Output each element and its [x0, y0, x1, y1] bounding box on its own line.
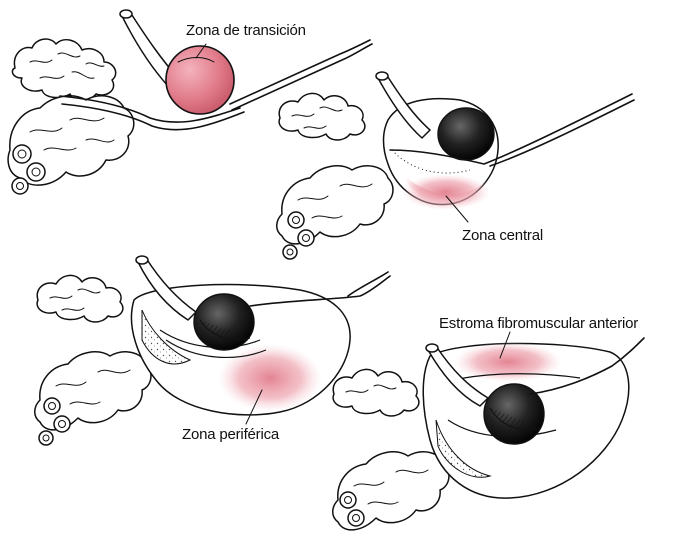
- seminal-vesicle-1: [12, 39, 115, 100]
- label-anterior-stroma: Estroma fibromuscular anterior: [439, 315, 638, 332]
- panel-central-zone: [277, 72, 634, 259]
- label-central-zone: Zona central: [462, 227, 543, 244]
- panel-anterior-stroma: [333, 332, 644, 530]
- ampulla-3: [35, 352, 151, 430]
- peripheral-zone-highlight: [218, 344, 322, 412]
- ampulla-2: [277, 166, 393, 244]
- label-transition-zone: Zona de transición: [186, 22, 306, 39]
- label-peripheral-zone: Zona periférica: [182, 426, 279, 443]
- transition-zone-dark-2: [438, 108, 494, 160]
- anterior-stroma-highlight: [454, 342, 562, 382]
- seminal-vesicle-4: [333, 369, 419, 416]
- seminal-vesicle-3: [37, 275, 123, 322]
- panel-peripheral-zone: [35, 256, 390, 445]
- transition-zone-shape: [166, 46, 234, 114]
- seminal-vesicle-2: [279, 93, 365, 140]
- central-zone-highlight: [402, 174, 490, 210]
